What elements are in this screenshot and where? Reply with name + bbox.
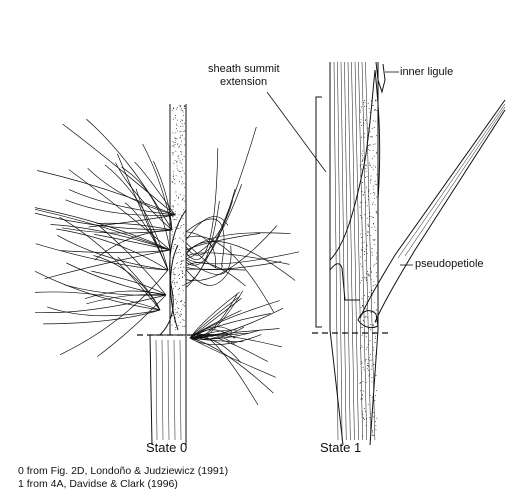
leader-sheath-summit: [266, 91, 327, 173]
state-0-sheath-stipple: [171, 104, 186, 331]
state-1-drawing: [329, 61, 506, 446]
state-1-sheath-extension: [329, 69, 381, 261]
label-sheath-summit-1: sheath summit: [208, 63, 280, 75]
caption-state-0: State 0: [146, 440, 188, 455]
label-sheath-summit-2: extension: [220, 76, 268, 88]
credit-line-2: 1 from 4A, Davidse & Clark (1996): [18, 478, 178, 490]
credit-line-1: 0 from Fig. 2D, Londoño & Judziewicz (19…: [18, 465, 229, 477]
state-1-sheath-stipple: [359, 99, 378, 438]
caption-state-1: State 1: [320, 440, 362, 455]
state-0-bristles: [34, 118, 300, 357]
state-0-drawing: [34, 104, 300, 446]
state-0-culm: [149, 104, 187, 446]
state-1-pseudopetiole: [359, 99, 506, 323]
state-1-inner-ligule: [375, 61, 386, 94]
state-1-culm: [329, 61, 379, 446]
state-0-lower-tuft: [189, 290, 284, 406]
sheath-summit-bracket: [315, 96, 322, 328]
state-0-sheath-summit: [159, 209, 187, 336]
label-inner-ligule: inner ligule: [400, 66, 454, 78]
label-pseudopetiole: pseudopetiole: [415, 258, 484, 270]
